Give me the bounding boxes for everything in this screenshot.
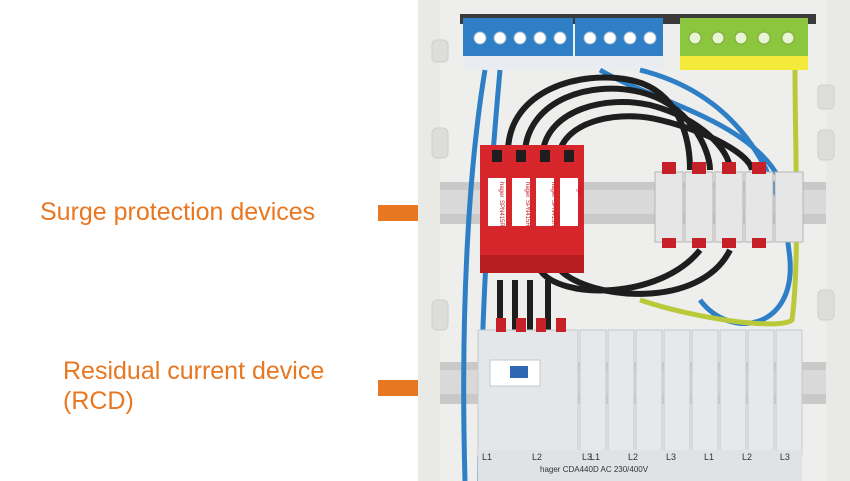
breaker-terminal-5: L3 [779,452,790,462]
neutral-terminal-block [463,18,663,70]
breaker-terminal-labels: L1 L2 L3 L1 L2 L3 [590,452,790,462]
breaker-terminal-3: L1 [703,452,714,462]
spd-model-0: SPN415R [498,200,504,227]
spd-module-3: hager [576,182,582,198]
breaker-terminal-0: L1 [590,452,601,462]
spd-model-3: SPN415R [576,200,582,227]
spd-module-models: SPN415R SPN415R SPN415R SPN415R [488,200,592,227]
rcd-terminal-l2: L2 [531,452,542,462]
spd-model-1: SPN415R [524,200,530,227]
spd-module-1: hager [524,182,530,198]
distribution-board-photo [418,0,850,481]
rcd-label: Residual current device (RCD) [63,356,324,416]
spd-module-labels: hager hager hager hager [488,182,592,197]
footer-rating: AC 230/400V [600,465,649,474]
surge-protection-label: Surge protection devices [40,198,316,226]
breaker-terminal-2: L3 [665,452,676,462]
footer-model: CDA440D [562,465,599,474]
rcd-terminal-l1: L1 [482,452,493,462]
distribution-terminals [654,171,804,243]
breaker-terminal-1: L2 [627,452,638,462]
rcd-label-line2: (RCD) [63,387,134,415]
footer-brand: hager CDA440D AC 230/400V [540,465,648,474]
rcd-label-line1: Residual current device [63,357,325,385]
spd-module-2: hager [550,182,556,198]
mcb-row [579,329,803,456]
rcd-terminal-l3: L3 [581,452,592,462]
rcd-module [477,329,579,456]
footer-brand-name: hager [540,465,561,474]
breaker-terminal-4: L2 [741,452,752,462]
spd-model-2: SPN415R [550,200,556,227]
spd-module-0: hager [498,182,504,198]
rcd-terminal-labels: L1 L2 L3 [482,452,592,462]
